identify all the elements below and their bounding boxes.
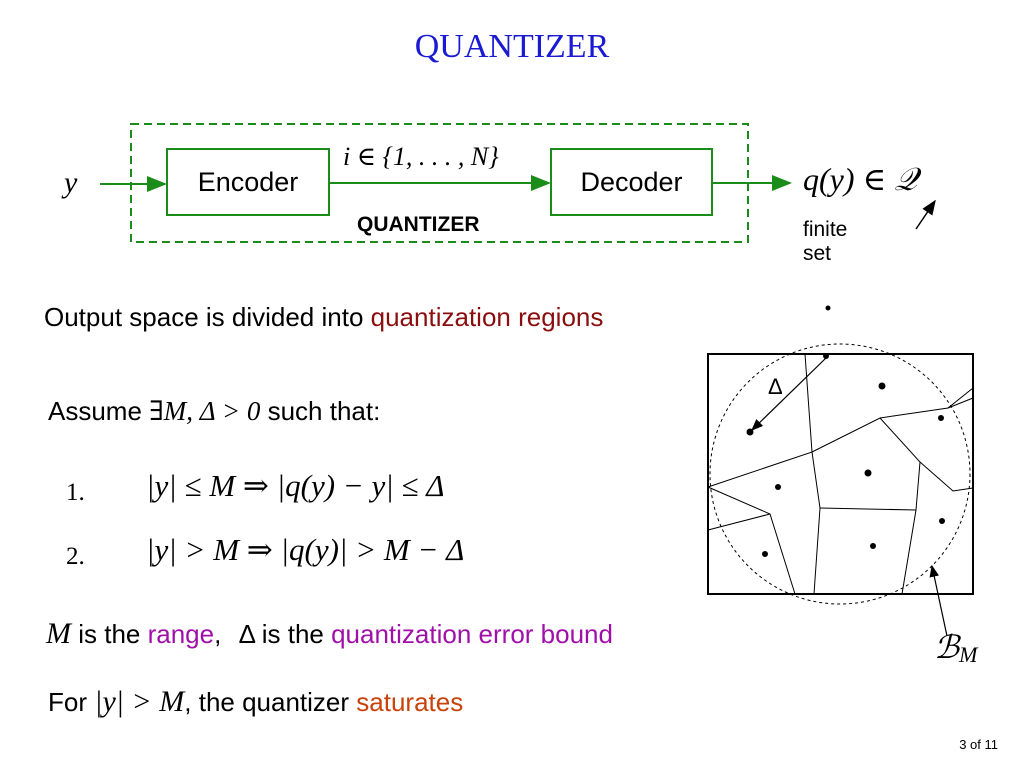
ball-label: ℬM <box>934 629 979 667</box>
range-comma: , <box>214 619 222 649</box>
saturates-word: saturates <box>356 687 464 717</box>
error-bound-word: quantization error bound <box>331 619 613 649</box>
sat-for: For <box>48 687 95 717</box>
ball-bm <box>709 343 971 605</box>
channel-set: {1, . . . , N} <box>382 142 499 171</box>
quantizer-block-label: QUANTIZER <box>357 213 480 236</box>
region-codewords <box>746 353 945 557</box>
range-is-the-2: is the <box>254 619 332 649</box>
assume-prefix: Assume <box>48 396 150 426</box>
assume-suffix: such that: <box>260 396 381 426</box>
range-word: range <box>147 619 215 649</box>
channel-index: i <box>343 142 351 171</box>
ball-letter: ℬ <box>934 629 962 665</box>
finite-set-note: finite set <box>803 218 848 265</box>
finite-set-pointer <box>915 199 936 230</box>
region-boundaries <box>707 353 974 595</box>
input-y: y <box>64 166 78 199</box>
condition-1-number: 1. <box>66 479 85 506</box>
channel-label: i ∈ {1, . . . , N} <box>343 142 499 171</box>
sat-mid: , the quantizer <box>184 687 357 717</box>
quantization-regions-figure: Δ ℬM <box>707 305 979 667</box>
output-qy: q(y) ∈ 𝒬 <box>803 161 918 197</box>
range-is-the-1: is the <box>71 619 148 649</box>
range-line: M is the range, Δ is the quantization er… <box>46 617 613 651</box>
sat-math: |y| > M <box>94 685 185 718</box>
condition-2-number: 2. <box>66 543 85 570</box>
decoder-box: Decoder <box>550 148 713 216</box>
condition-1: |y| ≤ M ⇒ |q(y) − y| ≤ Δ <box>146 468 445 503</box>
diagram-connectors <box>100 123 936 243</box>
ball-pointer <box>929 564 948 637</box>
page-number: 3 of 11 <box>959 737 998 752</box>
regions-text: Output space is divided into <box>44 302 371 332</box>
slide-title: QUANTIZER <box>414 28 610 65</box>
output-space-box <box>707 353 974 595</box>
delta-label: Δ <box>768 374 783 399</box>
saturation-line: For |y| > M, the quantizer saturates <box>48 685 463 719</box>
regions-line: Output space is divided into quantizatio… <box>44 302 603 333</box>
assume-line: Assume ∃M, Δ > 0 such that: <box>48 396 380 427</box>
regions-highlight: quantization regions <box>370 302 604 332</box>
range-delta: Δ <box>238 619 255 649</box>
condition-2: |y| > M ⇒ |q(y)| > M − Δ <box>146 532 465 567</box>
assume-math: ∃M, Δ > 0 <box>149 396 261 426</box>
range-m: M <box>46 617 71 650</box>
outer-dot <box>825 305 831 311</box>
delta-arrow <box>751 357 827 431</box>
encoder-box: Encoder <box>166 148 330 216</box>
ball-subscript: M <box>958 642 979 667</box>
